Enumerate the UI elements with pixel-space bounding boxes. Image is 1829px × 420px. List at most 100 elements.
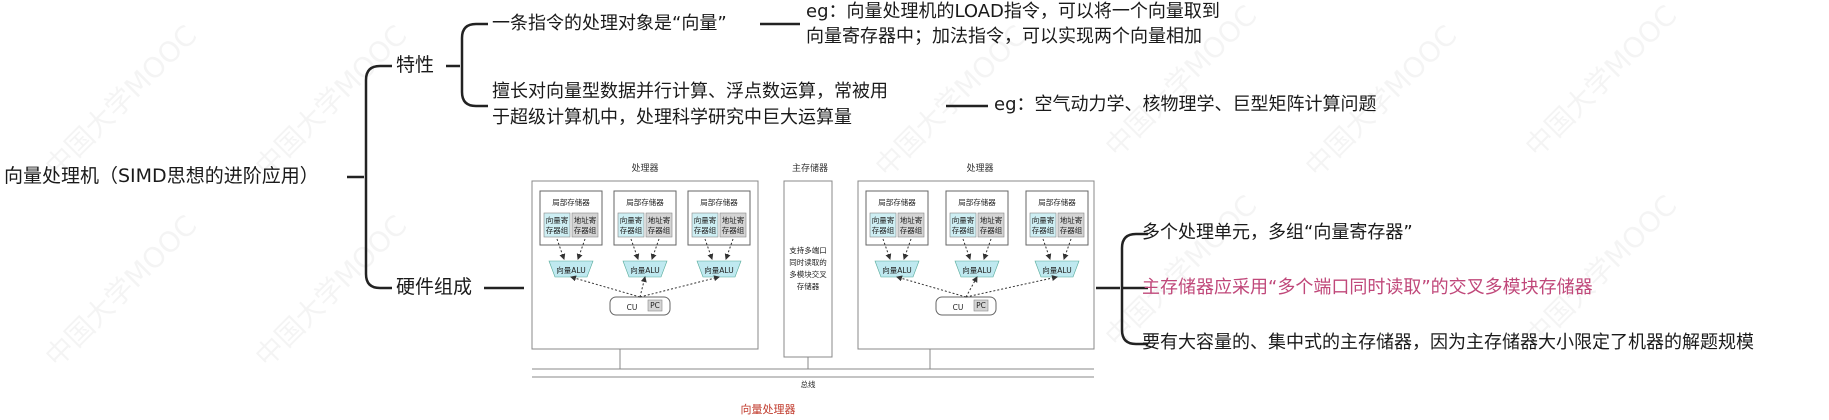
control-arrow	[639, 276, 647, 298]
vector-alu-label: 向量ALU	[962, 265, 991, 275]
memory-desc-3: 多模块交叉	[789, 269, 827, 279]
local-memory-label: 局部存储器	[958, 197, 996, 207]
processor-box-left	[531, 180, 759, 350]
address-register-label: 存器组	[574, 225, 597, 235]
data-arrow	[962, 238, 972, 260]
control-arrow	[570, 275, 641, 298]
vector-register-label: 向量寄	[694, 215, 717, 225]
vector-register-label: 存器组	[694, 225, 717, 235]
address-register-box	[719, 212, 747, 238]
vector-alu-label: 向量ALU	[882, 265, 911, 275]
vector-alu-label: 向量ALU	[630, 265, 659, 275]
vector-register-box	[617, 212, 645, 238]
data-arrow	[704, 238, 714, 260]
vector-register-box	[1029, 212, 1057, 238]
vector-register-box	[543, 212, 571, 238]
address-register-label: 地址寄	[900, 215, 923, 225]
address-register-box	[897, 212, 925, 238]
address-register-label: 地址寄	[722, 215, 745, 225]
vector-register-label: 向量寄	[620, 215, 643, 225]
address-register-box	[977, 212, 1005, 238]
data-arrow	[576, 238, 586, 260]
memory-desc-2: 同时读取的	[789, 257, 827, 267]
root-node: 向量处理机（SIMD思想的进阶应用）	[4, 165, 319, 187]
vector-register-label: 向量寄	[872, 215, 895, 225]
address-register-box	[645, 212, 673, 238]
local-memory-label: 局部存储器	[700, 197, 738, 207]
pc-label: PC	[976, 301, 986, 310]
address-register-box	[1057, 212, 1085, 238]
vector-register-label: 存器组	[952, 225, 975, 235]
feature-item-2-line2: 于超级计算机中，处理科学研究中巨大运算量	[492, 107, 852, 128]
address-register-label: 存器组	[722, 225, 745, 235]
processor-box-right	[857, 180, 1095, 350]
branch-features: 特性	[396, 54, 435, 76]
memory-desc-1: 支持多端口	[789, 245, 827, 255]
pc-box	[973, 299, 989, 312]
hardware-item-3: 要有大容量的、集中式的主存储器，因为主存储器大小限定了机器的解题规模	[1142, 332, 1754, 353]
vector-alu-label: 向量ALU	[556, 265, 585, 275]
vector-register-label: 存器组	[872, 225, 895, 235]
vector-alu	[874, 260, 920, 278]
address-register-label: 存器组	[980, 225, 1003, 235]
hardware-item-2: 主存储器应采用“多个端口同时读取”的交叉多模块存储器	[1142, 277, 1593, 298]
pc-box	[647, 299, 663, 312]
branch-hardware: 硬件组成	[396, 276, 473, 298]
vector-register-box	[869, 212, 897, 238]
vector-alu	[1034, 260, 1080, 278]
vector-register-box	[949, 212, 977, 238]
address-register-label: 存器组	[1060, 225, 1083, 235]
vector-register-label: 向量寄	[546, 215, 569, 225]
hardware-item-1: 多个处理单元，多组“向量寄存器”	[1142, 222, 1413, 243]
data-arrow	[902, 238, 912, 260]
processor-label-left: 处理器	[631, 162, 658, 174]
local-memory-label: 局部存储器	[552, 197, 590, 207]
vector-processor-diagram: 处理器 主存储器 支持多端口 同时读取的 多模块交叉 存储器 处理器 局部存储器…	[531, 162, 1095, 416]
local-memory-label: 局部存储器	[1038, 197, 1076, 207]
bus-label: 总线	[801, 379, 816, 389]
feature-item-1-example-line1: eg：向量处理机的LOAD指令，可以将一个向量取到	[806, 1, 1220, 22]
vector-register-label: 存器组	[620, 225, 643, 235]
data-arrow	[556, 238, 566, 260]
data-arrow	[1062, 238, 1072, 260]
vector-register-label: 向量寄	[952, 215, 975, 225]
local-memory-label: 局部存储器	[626, 197, 664, 207]
address-register-label: 地址寄	[574, 215, 597, 225]
processor-label-right: 处理器	[966, 162, 993, 174]
control-arrow	[965, 276, 978, 298]
memory-desc-4: 存储器	[797, 281, 820, 291]
vector-alu-label: 向量ALU	[704, 265, 733, 275]
address-register-label: 地址寄	[648, 215, 671, 225]
data-arrow	[650, 238, 660, 260]
vector-register-box	[691, 212, 719, 238]
vector-alu	[696, 260, 742, 278]
vector-register-label: 向量寄	[1032, 215, 1055, 225]
address-register-box	[571, 212, 599, 238]
data-arrow	[982, 238, 992, 260]
control-unit-label: CU	[953, 303, 964, 312]
pc-label: PC	[650, 301, 660, 310]
vector-alu	[548, 260, 594, 278]
address-register-label: 地址寄	[980, 215, 1003, 225]
control-arrow	[896, 275, 967, 298]
vector-register-label: 存器组	[546, 225, 569, 235]
address-register-label: 存器组	[900, 225, 923, 235]
vector-alu	[954, 260, 1000, 278]
memory-label: 主存储器	[792, 162, 828, 174]
vector-alu-label: 向量ALU	[1042, 265, 1071, 275]
control-arrow	[965, 275, 1058, 298]
data-arrow	[882, 238, 892, 260]
feature-item-1-example-line2: 向量寄存器中；加法指令，可以实现两个向量相加	[806, 26, 1202, 47]
feature-item-1: 一条指令的处理对象是“向量”	[492, 13, 727, 34]
control-unit-label: CU	[627, 303, 638, 312]
control-arrow	[639, 275, 720, 298]
feature-item-2-line1: 擅长对向量型数据并行计算、浮点数运算，常被用	[492, 81, 888, 102]
figure-caption: 向量处理器	[741, 402, 796, 416]
vector-register-label: 存器组	[1032, 225, 1055, 235]
local-memory-label: 局部存储器	[878, 197, 916, 207]
data-arrow	[1042, 238, 1052, 260]
vector-alu	[622, 260, 668, 278]
address-register-label: 存器组	[648, 225, 671, 235]
data-arrow	[724, 238, 734, 260]
memory-box	[783, 180, 833, 358]
